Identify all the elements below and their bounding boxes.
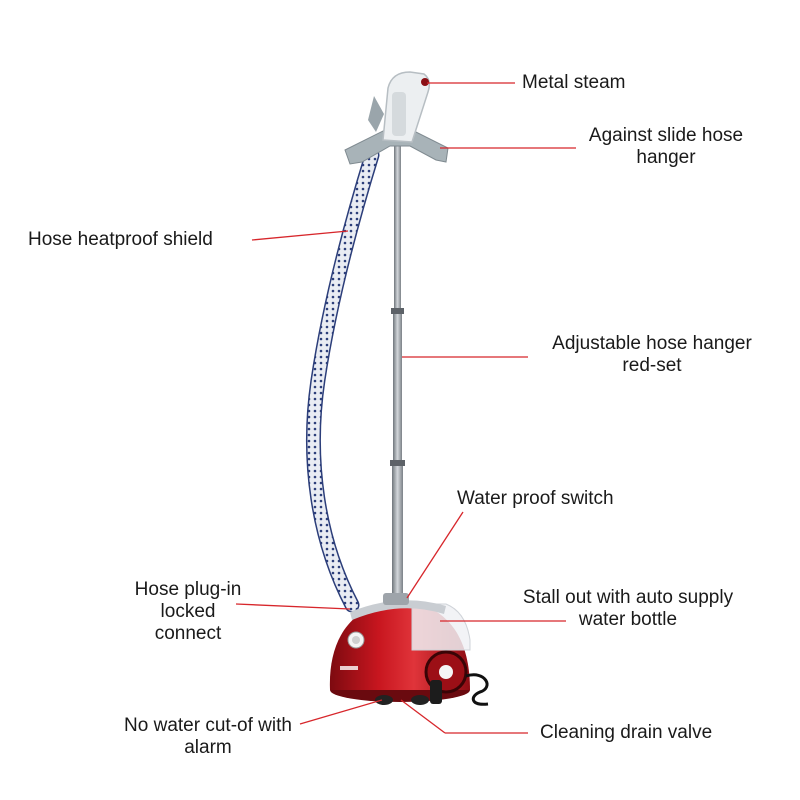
leader-lines — [235, 82, 576, 734]
label-heatproof-shield: Hose heatproof shield — [28, 229, 213, 250]
label-metal-steam: Metal steam — [522, 72, 626, 93]
label-hose-plug: Hose plug-in locked connect — [134, 579, 242, 644]
pole-middle — [393, 314, 402, 462]
label-water-switch: Water proof switch — [457, 488, 614, 509]
power-cord — [465, 673, 489, 706]
pole-upper — [394, 130, 401, 310]
label-adjustable-hanger: Adjustable hose hanger red-set — [552, 333, 752, 376]
label-hose-hanger: Against slide hose hanger — [588, 125, 744, 168]
label-water-bottle: Stall out with auto supply water bottle — [522, 587, 734, 630]
pole-lower — [392, 466, 403, 596]
label-no-water: No water cut-of with alarm — [124, 715, 292, 758]
label-drain-valve: Cleaning drain valve — [540, 722, 713, 743]
water-tank — [411, 603, 471, 651]
